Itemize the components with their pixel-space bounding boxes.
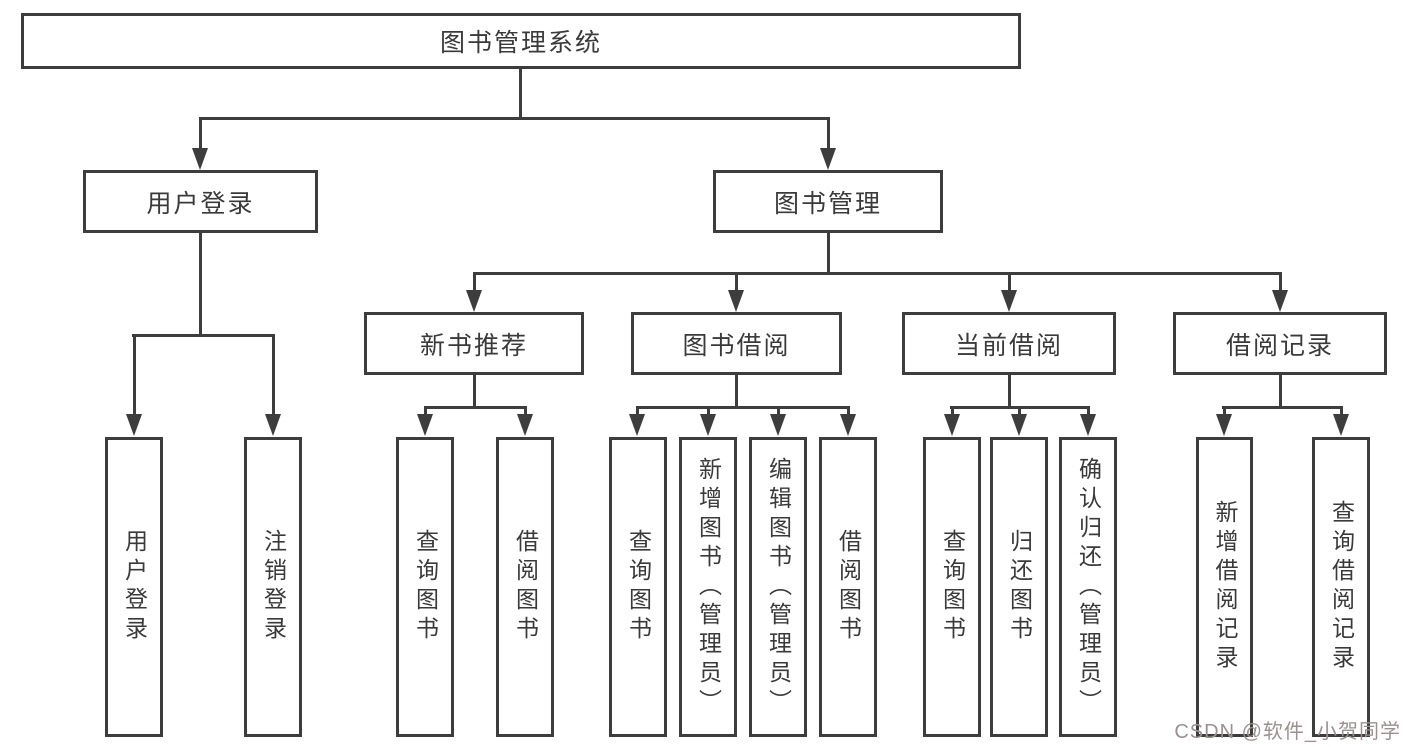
connector-line bbox=[1223, 406, 1226, 416]
node-current-borrow: 当前借阅 bbox=[902, 312, 1116, 375]
arrow-down-icon bbox=[265, 414, 281, 436]
watermark: CSDN @软件_小贺同学 bbox=[1174, 721, 1401, 743]
arrow-down-icon bbox=[1272, 290, 1288, 312]
connector-line bbox=[1008, 272, 1011, 292]
connector-line bbox=[1222, 406, 1342, 409]
leaf-logout: 注销登录 bbox=[244, 437, 302, 737]
connector-line bbox=[636, 406, 639, 416]
leaf-add-borrow-record: 新增借阅记录 bbox=[1196, 437, 1253, 737]
connector-line bbox=[1279, 272, 1282, 292]
leaf-label: 用户登录 bbox=[121, 529, 148, 645]
arrow-down-icon bbox=[770, 414, 786, 436]
node-label: 图书管理系统 bbox=[439, 29, 602, 57]
connector-line bbox=[951, 406, 954, 416]
leaf-label: 新增图书（管理员） bbox=[695, 456, 722, 718]
connector-line bbox=[707, 406, 710, 416]
arrow-down-icon bbox=[629, 414, 645, 436]
arrow-down-icon bbox=[944, 414, 960, 436]
node-book-borrow: 图书借阅 bbox=[631, 312, 842, 375]
leaf-label: 查询图书 bbox=[412, 529, 439, 645]
arrow-down-icon bbox=[840, 414, 856, 436]
node-label: 用户登录 bbox=[146, 189, 255, 218]
node-library-system: 图书管理系统 bbox=[21, 13, 1021, 69]
connector-line bbox=[1087, 406, 1090, 416]
connector-line bbox=[519, 69, 522, 118]
node-new-book-recommend: 新书推荐 bbox=[364, 312, 584, 375]
connector-line bbox=[524, 406, 527, 416]
arrow-down-icon bbox=[1333, 414, 1349, 436]
node-label: 新书推荐 bbox=[419, 331, 528, 360]
arrow-down-icon bbox=[466, 290, 482, 312]
node-label: 借阅记录 bbox=[1225, 331, 1334, 360]
connector-line bbox=[1279, 375, 1282, 407]
leaf-label: 确认归还（管理员） bbox=[1075, 456, 1102, 718]
connector-line bbox=[199, 233, 202, 335]
arrow-down-icon bbox=[1216, 414, 1232, 436]
leaf-query-books-borrow: 查询图书 bbox=[609, 437, 667, 737]
leaf-label: 查询图书 bbox=[625, 529, 652, 645]
arrow-down-icon bbox=[1011, 414, 1027, 436]
connector-line bbox=[1018, 406, 1021, 416]
connector-line bbox=[199, 117, 202, 150]
leaf-edit-books-admin: 编辑图书（管理员） bbox=[749, 437, 807, 737]
connector-line bbox=[847, 406, 850, 416]
arrow-down-icon bbox=[1080, 414, 1096, 436]
leaf-label: 查询借阅记录 bbox=[1328, 500, 1355, 674]
connector-line bbox=[272, 334, 275, 416]
connector-line bbox=[777, 406, 780, 416]
leaf-query-books-current: 查询图书 bbox=[923, 437, 981, 737]
leaf-return-books: 归还图书 bbox=[990, 437, 1048, 737]
connector-line bbox=[636, 406, 849, 409]
leaf-borrow-books-recommend: 借阅图书 bbox=[496, 437, 554, 737]
arrow-down-icon bbox=[192, 148, 208, 170]
connector-line bbox=[735, 375, 738, 407]
arrow-down-icon bbox=[517, 414, 533, 436]
node-label: 图书借阅 bbox=[682, 331, 791, 360]
leaf-user-login: 用户登录 bbox=[105, 437, 163, 737]
leaf-query-borrow-record: 查询借阅记录 bbox=[1312, 437, 1370, 737]
connector-line bbox=[199, 117, 830, 120]
arrow-down-icon bbox=[126, 414, 142, 436]
leaf-borrow-books: 借阅图书 bbox=[819, 437, 877, 737]
node-book-management: 图书管理 bbox=[713, 170, 943, 233]
leaf-label: 编辑图书（管理员） bbox=[765, 456, 792, 718]
connector-line bbox=[132, 334, 274, 337]
node-borrow-records: 借阅记录 bbox=[1173, 312, 1387, 375]
node-label: 当前借阅 bbox=[954, 331, 1063, 360]
connector-line bbox=[133, 334, 136, 416]
leaf-label: 新增借阅记录 bbox=[1212, 500, 1238, 674]
node-user-login: 用户登录 bbox=[83, 170, 318, 233]
arrow-down-icon bbox=[1001, 290, 1017, 312]
connector-line bbox=[735, 272, 738, 292]
node-label: 图书管理 bbox=[773, 189, 882, 218]
arrow-down-icon bbox=[700, 414, 716, 436]
leaf-label: 查询图书 bbox=[939, 529, 966, 645]
connector-line bbox=[1008, 375, 1011, 407]
connector-line bbox=[473, 272, 1282, 275]
connector-line bbox=[473, 272, 476, 292]
arrow-down-icon bbox=[820, 148, 836, 170]
leaf-confirm-return-admin: 确认归还（管理员） bbox=[1059, 437, 1117, 737]
connector-line bbox=[827, 117, 830, 150]
leaf-label: 归还图书 bbox=[1006, 529, 1033, 645]
leaf-query-books-recommend: 查询图书 bbox=[396, 437, 454, 737]
connector-line bbox=[424, 406, 527, 409]
leaf-label: 注销登录 bbox=[260, 529, 287, 645]
arrow-down-icon bbox=[417, 414, 433, 436]
connector-line bbox=[1340, 406, 1343, 416]
leaf-label: 借阅图书 bbox=[512, 529, 539, 645]
leaf-label: 借阅图书 bbox=[835, 529, 862, 645]
connector-line bbox=[473, 375, 476, 407]
connector-line bbox=[827, 233, 830, 273]
arrow-down-icon bbox=[728, 290, 744, 312]
connector-line bbox=[424, 406, 427, 416]
leaf-add-books-admin: 新增图书（管理员） bbox=[679, 437, 737, 737]
